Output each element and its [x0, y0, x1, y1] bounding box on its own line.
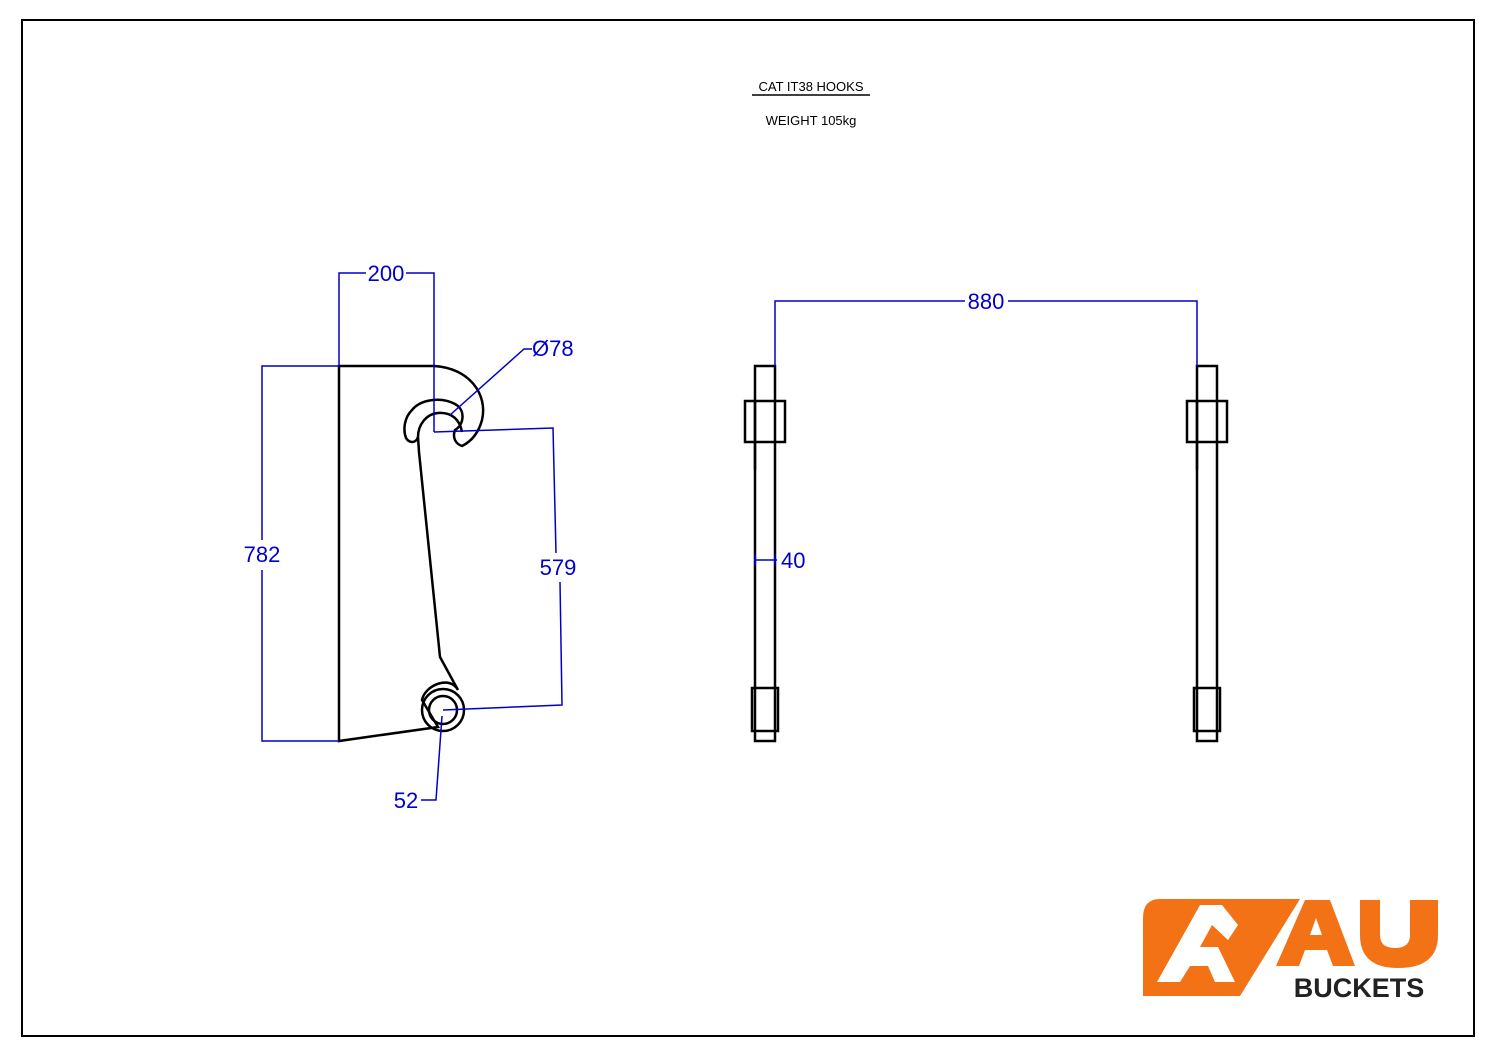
dimension-lower-pin-label: 52	[394, 788, 418, 813]
hook-side-view	[337, 364, 485, 743]
dimension-lower-pin: 52	[394, 715, 443, 813]
dimension-height: 782	[244, 365, 339, 742]
dimension-thickness: 40	[754, 548, 805, 573]
dimension-pin-diameter: Ø78	[449, 336, 574, 416]
dimension-spread-label: 880	[968, 289, 1005, 314]
dimension-pin-spacing: 579	[433, 427, 577, 711]
hook-front-view-right	[1185, 364, 1229, 743]
dimension-width: 200	[338, 261, 435, 432]
dimension-height-label: 782	[244, 542, 281, 567]
drawing-title: CAT IT38 HOOKS	[759, 79, 864, 94]
au-buckets-logo: BUCKETS	[1143, 899, 1438, 1003]
dimension-pin-spacing-label: 579	[540, 555, 577, 580]
dimension-spread: 880	[774, 289, 1198, 366]
dimension-thickness-label: 40	[781, 548, 805, 573]
dimension-pin-diameter-label: Ø78	[532, 336, 574, 361]
sheet-border	[21, 19, 1475, 1037]
hook-front-view-left	[743, 364, 787, 743]
dimension-width-label: 200	[368, 261, 405, 286]
logo-subtitle: BUCKETS	[1294, 973, 1425, 1003]
weight-label: WEIGHT 105kg	[766, 113, 857, 128]
